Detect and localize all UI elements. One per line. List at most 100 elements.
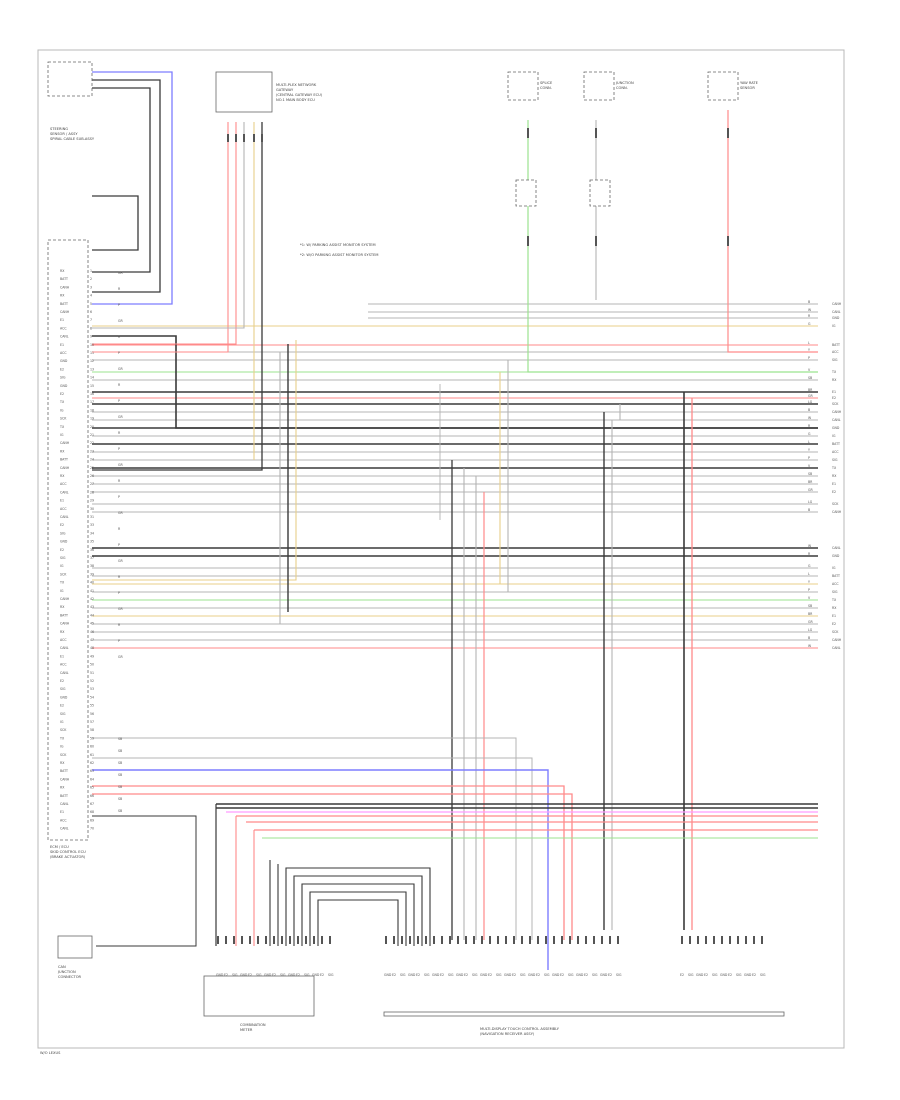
pin-label: CANL <box>60 515 69 519</box>
wire-code: GR <box>118 655 123 659</box>
splice-b <box>583 71 615 101</box>
navigation-receiver-label: MULTI-DISPLAY TOUCH CONTROL ASSEMBLY <box>480 1027 560 1031</box>
pin-label: RX <box>60 474 65 478</box>
pin-code: E2 <box>440 973 444 977</box>
wire-code: R <box>118 479 121 483</box>
connector-pin <box>537 936 539 944</box>
gateway-component-label: MULTI-PLEX NETWORK <box>276 83 317 87</box>
pin-number: 52 <box>90 679 94 683</box>
pin-label: E2 <box>60 679 64 683</box>
pin-label: E2 <box>60 392 64 396</box>
wire-code: W <box>808 308 812 312</box>
pin-code: E2 <box>296 973 300 977</box>
pin-number: 56 <box>90 712 94 716</box>
pin-code: SIG <box>544 973 550 977</box>
connector-pin <box>227 134 229 142</box>
pin-number: 36 <box>90 548 94 552</box>
wire-code: SB <box>118 761 122 765</box>
connector-pin <box>281 936 283 944</box>
pin-number: 3 <box>90 285 92 289</box>
pin-code: SIG <box>304 973 310 977</box>
joint-connector-b <box>589 179 611 207</box>
pin-label: ACC <box>60 351 67 355</box>
navigation-receiver-label: (NAVIGATION RECEIVER ASSY) <box>480 1032 535 1036</box>
pin-number: 14 <box>90 376 94 380</box>
wire-code: SB <box>808 472 812 476</box>
wire-code: P <box>118 303 120 307</box>
wire-code: R <box>118 431 121 435</box>
connector-pin <box>595 128 597 138</box>
pin-label: CANH <box>60 597 70 601</box>
pin-number: 40 <box>90 581 94 585</box>
pin-label: GND <box>60 540 68 544</box>
pin-number: 69 <box>90 818 94 822</box>
connector-pin <box>473 936 475 944</box>
pin-number: 67 <box>90 802 94 806</box>
pin-number: 21 <box>90 433 94 437</box>
gateway-component-label: GATEWAY <box>276 88 294 92</box>
pin-label: ACC <box>60 482 67 486</box>
wire-b <box>92 79 161 293</box>
connector-pin <box>527 128 529 138</box>
pin-label: SCK <box>60 572 67 576</box>
wire-code: GR <box>118 511 123 515</box>
pin-label: SCK <box>60 753 67 757</box>
connector-pin <box>305 936 307 944</box>
pin-code: GND <box>832 316 840 320</box>
splice-a-label: CONN. <box>540 86 552 90</box>
pin-number: 30 <box>90 507 94 511</box>
pin-code: E2 <box>832 490 836 494</box>
pin-label: CANH <box>60 466 70 470</box>
pin-code: SIG <box>832 358 838 362</box>
connector-pin <box>553 936 555 944</box>
wire-b <box>92 87 151 273</box>
wire-code: LG <box>808 400 813 404</box>
pin-number: 41 <box>90 589 94 593</box>
pin-label: GND <box>60 359 68 363</box>
connector-pin <box>569 936 571 944</box>
can-junction-label: CAN <box>58 965 66 969</box>
wire-code: G <box>808 564 811 568</box>
pin-number: 6 <box>90 310 92 314</box>
wire-code: SB <box>118 785 122 789</box>
wire-code: GR <box>118 319 123 323</box>
pin-code: CANL <box>832 546 841 550</box>
pin-code: GND <box>600 973 608 977</box>
wire-code: SB <box>118 737 122 741</box>
loop-wire <box>309 891 407 946</box>
pin-number: 11 <box>90 351 94 355</box>
pin-label: RX <box>60 605 65 609</box>
pin-label: SIG <box>60 531 66 535</box>
wire-code: BR <box>808 480 813 484</box>
pin-label: BATT <box>60 769 68 773</box>
wire-l <box>92 71 173 305</box>
pin-code: GND <box>264 973 272 977</box>
connector-pin <box>737 936 739 944</box>
pin-label: CANL <box>60 490 69 494</box>
wire-b <box>92 122 263 471</box>
pin-number: 31 <box>90 515 94 519</box>
wire-code: R <box>118 527 121 531</box>
wire-code: Y <box>808 348 810 352</box>
pin-code: E2 <box>536 973 540 977</box>
connector-pin <box>609 936 611 944</box>
pin-number: 33 <box>90 523 94 527</box>
pin-label: ACC <box>60 818 67 822</box>
loop-wire <box>301 883 415 946</box>
upper-left-component-label: SENSOR / ASSY <box>50 132 78 136</box>
wire-code: GR <box>808 620 813 624</box>
pin-number: 1 <box>90 269 92 273</box>
pin-label: E2 <box>60 367 64 371</box>
wire-code: V <box>808 368 811 372</box>
can-junction-label: JUNCTION <box>57 970 76 974</box>
connector-pin <box>385 936 387 944</box>
pin-label: RX <box>60 786 65 790</box>
splice-a <box>507 71 539 101</box>
pin-code: RX <box>832 606 837 610</box>
wire-code: BR <box>808 612 813 616</box>
wire-code: GR <box>118 367 123 371</box>
connector-pin <box>265 936 267 944</box>
wire-code: R <box>118 383 121 387</box>
pin-code: E2 <box>248 973 252 977</box>
